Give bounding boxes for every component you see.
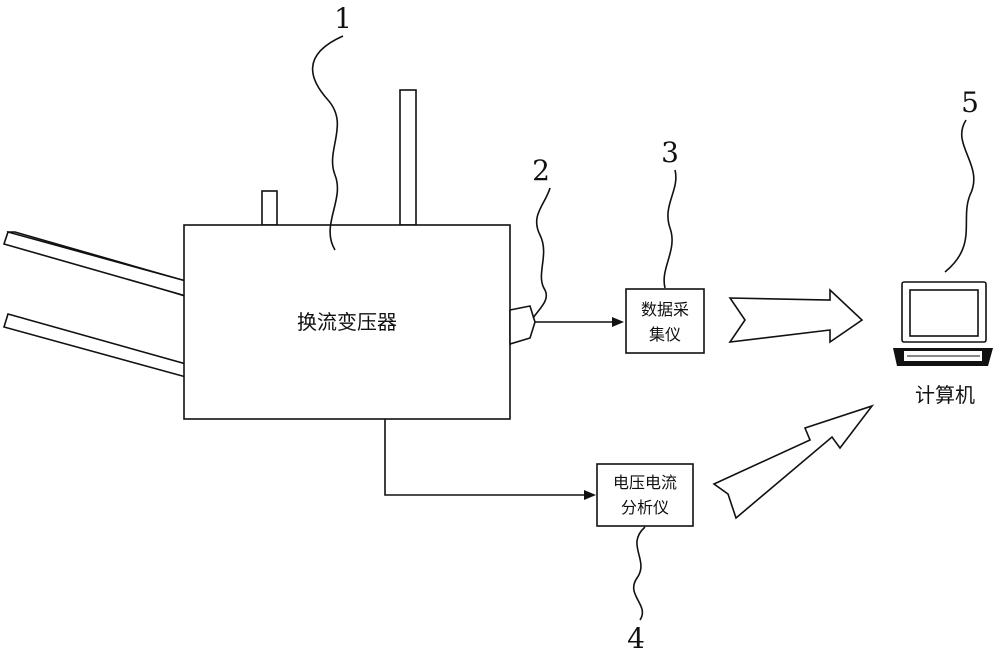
callout-leader-1 <box>311 35 344 251</box>
callout-leader-3 <box>663 169 677 289</box>
big-arrow-analyzer-to-computer <box>712 404 875 520</box>
analyzer-box <box>596 463 694 527</box>
laptop-icon <box>893 281 993 366</box>
callout-number-4: 4 <box>627 622 645 655</box>
data-acquisition-box <box>625 288 705 354</box>
arrowhead-to-daq <box>612 317 624 327</box>
callout-leader-4 <box>632 526 646 621</box>
data-acquisition-label-line1: 数据采 <box>641 300 689 319</box>
callout-number-1: 1 <box>334 2 352 35</box>
computer-label: 计算机 <box>915 383 975 407</box>
transformer-label: 换流变压器 <box>297 310 397 334</box>
callout-number-2: 2 <box>532 154 550 187</box>
sensor <box>509 305 536 346</box>
big-arrow-daq-to-computer <box>728 288 864 344</box>
analyzer-label-line1: 电压电流 <box>613 473 677 492</box>
arrowhead-to-analyzer <box>584 490 596 500</box>
callout-number-3: 3 <box>661 136 679 169</box>
callout-leader-5 <box>944 119 975 273</box>
data-acquisition-label-line2: 集仪 <box>649 325 681 344</box>
transformer-body <box>183 224 511 420</box>
callout-leader-2 <box>532 187 551 319</box>
signal-line-to-analyzer <box>384 419 588 496</box>
tall-pipe <box>399 89 417 226</box>
bushing-lower-left <box>2 313 187 379</box>
small-pipe <box>261 190 278 226</box>
analyzer-label-line2: 分析仪 <box>621 498 669 517</box>
callout-number-5: 5 <box>961 86 979 119</box>
bushing-upper-left <box>2 231 190 298</box>
